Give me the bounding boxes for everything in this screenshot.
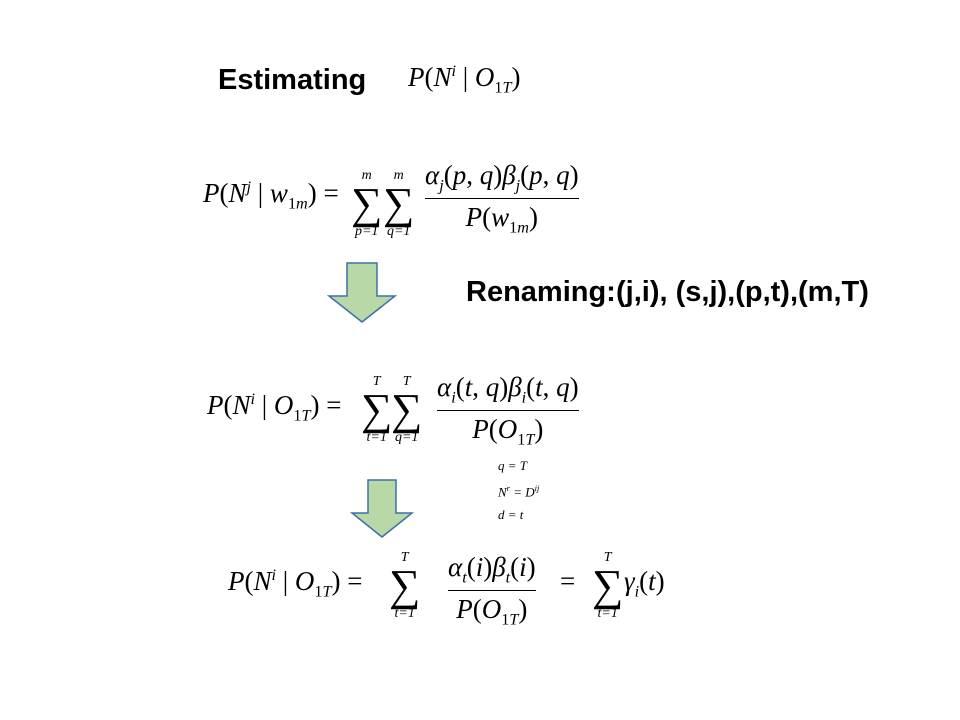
substitution-list: q = T Nr = Dij d = t — [498, 454, 539, 526]
slide-heading: Estimating — [218, 64, 367, 96]
substitution-q: q = T — [498, 458, 528, 473]
renaming-pairs: (j,i), (s,j),(p,t),(m,T) — [616, 276, 869, 308]
renaming-label: Renaming: — [466, 276, 616, 308]
substitution-d: d = t — [498, 507, 524, 523]
heading-formula: P(Ni | O1T) — [408, 62, 521, 97]
down-arrow-icon — [326, 262, 398, 323]
down-arrow-icon — [349, 479, 415, 538]
substitution-n: Nr = Dij — [498, 483, 540, 500]
